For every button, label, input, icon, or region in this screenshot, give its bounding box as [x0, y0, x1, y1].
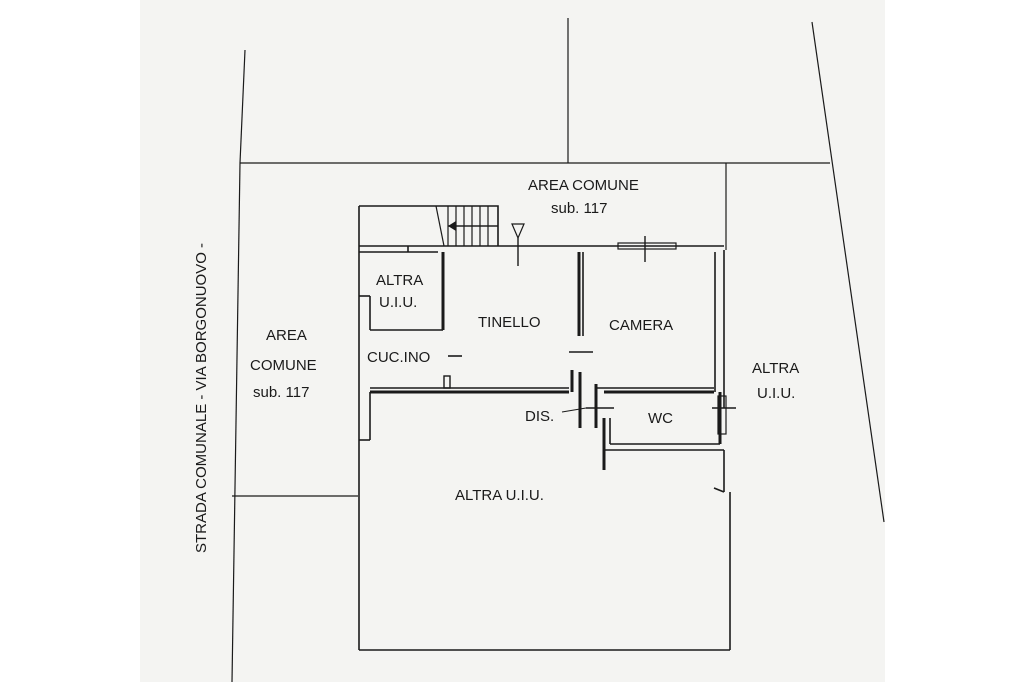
label-camera: CAMERA	[609, 317, 673, 334]
window-wc	[717, 395, 727, 435]
label-cucino: CUC.INO	[367, 349, 430, 366]
stair-enclosure	[359, 205, 499, 246]
label-right-altra-line2: U.I.U.	[757, 385, 795, 402]
label-left-area-line1: AREA	[266, 327, 307, 344]
staircase	[435, 205, 525, 247]
stair-arrow-icon	[448, 221, 456, 231]
stair-edge	[435, 205, 445, 247]
label-dis: DIS.	[525, 408, 554, 425]
label-tinello: TINELLO	[478, 314, 541, 331]
lot-line-left-upper	[239, 49, 246, 164]
label-right-altra-line1: ALTRA	[752, 360, 799, 377]
window-camera	[617, 242, 677, 250]
label-left-area-line3: sub. 117	[253, 384, 309, 401]
altra-small-enclosure	[359, 246, 445, 331]
label-bottom-altra: ALTRA U.I.U.	[455, 487, 544, 504]
building-outline	[358, 205, 731, 651]
lot-line-right-diagonal	[811, 21, 885, 523]
label-altra-small-line2: U.I.U.	[379, 294, 417, 311]
label-top-area-line2: sub. 117	[551, 200, 607, 217]
wall-lower-right-tick	[713, 487, 725, 493]
label-top-area-line1: AREA COMUNE	[528, 177, 639, 194]
windows	[517, 236, 736, 435]
label-wc: WC	[648, 410, 673, 427]
interior-walls	[359, 252, 725, 493]
label-left-area-line2: COMUNE	[250, 357, 317, 374]
lot-lines	[231, 18, 885, 682]
window-marker-icon	[511, 223, 525, 240]
scanned-sheet-background	[140, 0, 885, 682]
label-altra-small-line1: ALTRA	[376, 272, 423, 289]
label-street: STRADA COMUNALE - VIA BORGONUOVO -	[193, 243, 210, 553]
cucino-pillar	[443, 375, 451, 389]
plan-labels: AREA COMUNE sub. 117 AREA COMUNE sub. 11…	[193, 177, 799, 553]
lot-line-left	[231, 162, 241, 682]
dis-leader-line	[561, 407, 587, 413]
